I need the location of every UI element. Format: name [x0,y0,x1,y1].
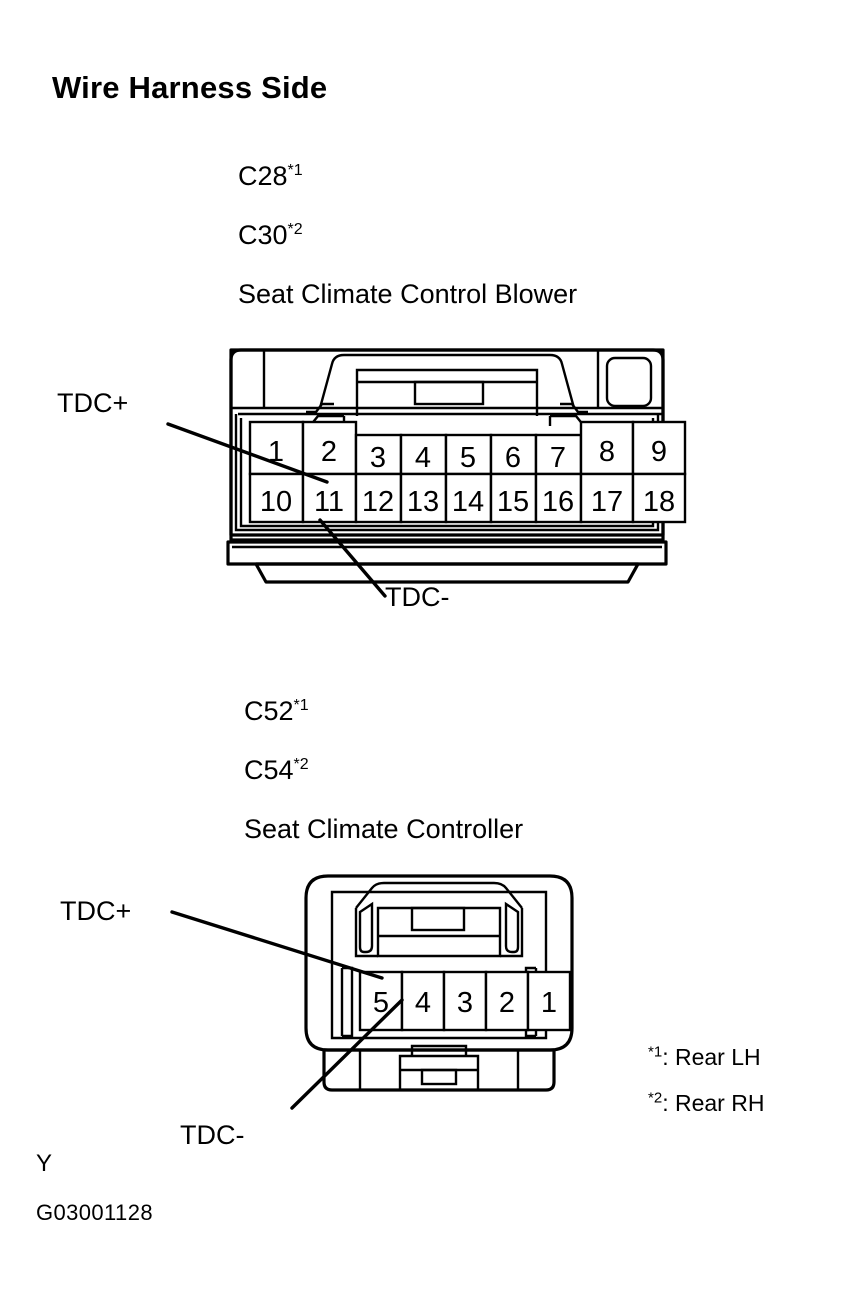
connector-1-step-right [560,402,588,414]
connector-1-housing-body [229,348,665,537]
pin-label-1: 1 [268,436,284,468]
connector-2-inner-recess [330,890,548,1040]
connector-1-callout-tdc-minus-label: TDC- [385,582,450,612]
connector-2-name: Seat Climate Controller [244,814,524,844]
connector-2-code-primary-note: *1 [293,697,309,714]
pin-label-15: 15 [497,486,529,518]
pin-label-9: 9 [651,436,667,468]
connector-2-lock-tab-top [410,1044,468,1056]
pin-cell-10 [248,472,305,524]
connector-2-code-secondary-note: *2 [293,756,309,773]
connector-1-code-secondary-note: *2 [287,221,303,238]
connector-2-pin-grid: 5 4 3 2 1 [358,970,572,1032]
connector-2-keyhole-left [358,901,374,954]
connector-2-code-primary-text: C52 [244,696,294,726]
pin-cell-5 [444,433,493,476]
connector-1-name: Seat Climate Control Blower [238,279,578,309]
pin-label-13: 13 [407,486,439,518]
leader-tdc-minus-1 [318,518,387,598]
pin-label-6: 6 [505,442,521,474]
connector-2-housing-outline [304,874,574,1052]
corner-letter: Y [36,1150,53,1177]
connector-1-latch-arch [355,368,539,416]
pin-label-8: 8 [599,436,615,468]
pin-label-7: 7 [550,442,566,474]
leader-tdc-minus-2 [290,998,404,1110]
pin-label-4: 4 [415,442,431,474]
pin-label-1: 1 [541,987,557,1019]
pin-cell-11 [301,472,358,524]
connector-1-right-cutout [605,356,653,408]
connector-1-code-secondary: C30*2 [238,222,303,249]
connector-1-code-secondary-text: C30 [238,220,288,250]
connector-2-callout-tdc-minus-label: TDC- [180,1120,245,1150]
pin-label-11: 11 [314,486,344,518]
connector-2-bottom-block [322,1048,556,1092]
page-title: Wire Harness Side [52,70,328,105]
connector-2-keyhole-right [504,901,520,954]
footnote-1: *1: Rear LH [648,1043,761,1070]
document-id: G03001128 [36,1200,153,1225]
leader-tdc-plus-1 [166,422,329,484]
connector-2-code-secondary-text: C54 [244,755,294,785]
pin-label-14: 14 [452,486,484,518]
pin-cell-6 [489,433,538,476]
pin-cell-12 [354,472,403,524]
connector-2-wing-right [500,908,524,958]
pin-label-18: 18 [643,486,675,518]
connector-2-code-secondary: C54*2 [244,757,309,784]
connector-1-pin-grid: 1 2 3 4 5 6 7 8 9 10 11 12 13 14 15 16 1… [248,420,687,524]
connector-2-drawing: 5 4 3 2 1 [304,874,574,1092]
connector-1-code-primary-note: *1 [287,162,303,179]
pin-label-17: 17 [591,486,623,518]
connector-1-latch-ramp [318,353,576,409]
pin-cell-14 [444,472,493,524]
footnote-1-marker: *1 [648,1043,663,1061]
footnote-2: *2: Rear RH [648,1089,765,1116]
footnote-2-marker: *2 [648,1089,663,1107]
connector-1-callout-tdc-plus-label: TDC+ [57,388,129,418]
pin-label-16: 16 [542,486,574,518]
connector-1-code-primary: C28*1 [238,163,303,190]
pin-label-5: 5 [373,987,389,1019]
connector-2-code-primary: C52*1 [244,698,309,725]
connector-2-latch-tab [410,906,466,932]
connector-1-skirt [226,540,668,566]
connector-2-lock-tab [398,1054,480,1092]
leader-tdc-plus-2 [170,910,384,980]
footnote-1-text: : Rear LH [662,1044,761,1070]
connector-1-bottom-flange [254,562,640,584]
pin-label-2: 2 [321,436,337,468]
pin-cell-13 [399,472,448,524]
connector-1-step-left [306,402,334,414]
pin-label-5: 5 [460,442,476,474]
pin-cell-3 [442,970,488,1032]
pin-label-4: 4 [415,987,431,1019]
pin-label-3: 3 [370,442,386,474]
pin-label-12: 12 [362,486,394,518]
pin-cell-18 [631,472,687,524]
footnote-2-text: : Rear RH [662,1090,765,1116]
connector-2-callout-tdc-plus-label: TDC+ [60,896,132,926]
pin-label-2: 2 [499,987,515,1019]
connector-2-latch-bridge [355,881,523,909]
pin-cell-1 [526,970,572,1032]
connector-1-code-primary-text: C28 [238,161,288,191]
connector-2-lock-notch [420,1068,458,1086]
connector-2-wing-left [354,908,378,958]
connector-1-drawing: 1 2 3 4 5 6 7 8 9 10 11 12 13 14 15 16 1… [226,348,687,584]
pin-cell-16 [534,472,583,524]
connector-1-latch-tab [413,380,485,406]
pin-label-3: 3 [457,987,473,1019]
pin-label-10: 10 [260,486,292,518]
